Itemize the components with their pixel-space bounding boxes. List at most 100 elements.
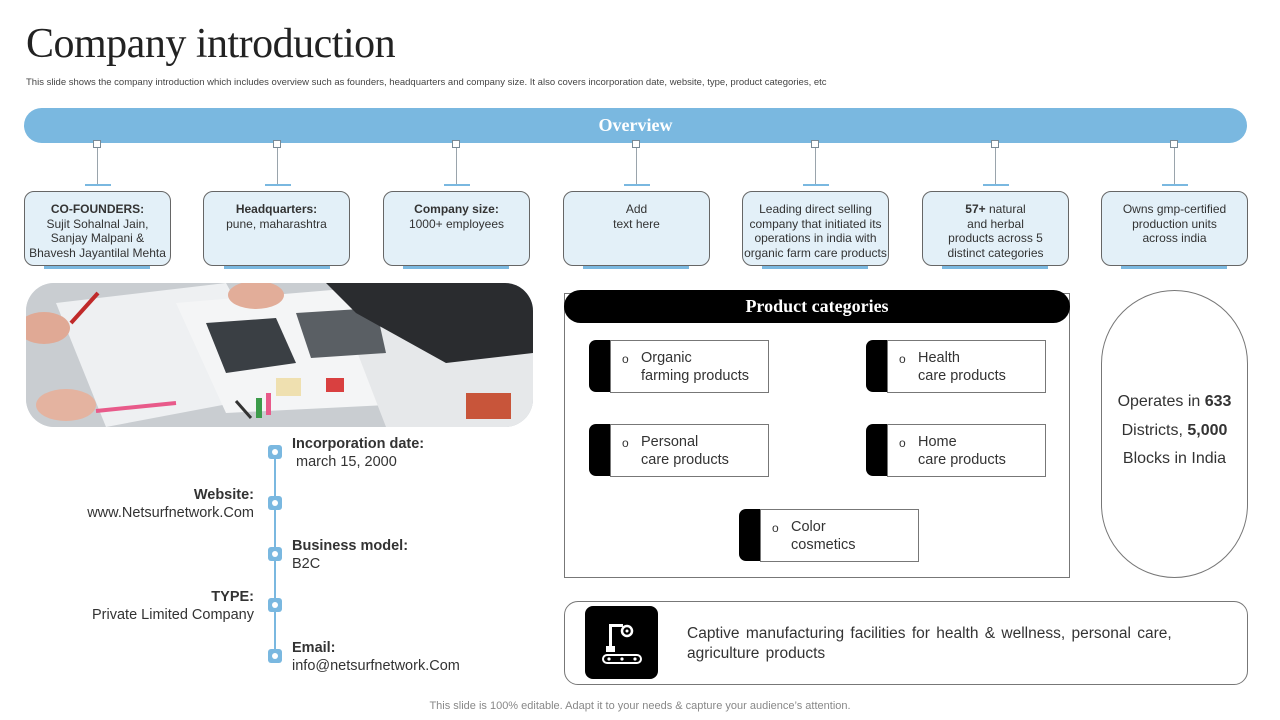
timeline-key: Website: xyxy=(193,487,254,503)
category-line: Color xyxy=(791,519,826,535)
connector-line xyxy=(277,143,278,185)
bullet-icon: o xyxy=(622,436,629,450)
timeline-node xyxy=(268,547,282,561)
connector-line xyxy=(97,143,98,185)
timeline-value: B2C xyxy=(292,556,321,572)
overview-bar: Overview xyxy=(24,108,1247,143)
card-underline xyxy=(942,266,1048,269)
connector-node xyxy=(273,140,281,148)
connector-foot xyxy=(265,184,291,186)
card-line: 1000+ employees xyxy=(408,216,505,231)
card-line: Owns gmp-certified xyxy=(1122,202,1227,216)
reach-value: 633 xyxy=(1204,393,1232,411)
timeline-key: Email: xyxy=(292,640,336,656)
card-line: operations in india with xyxy=(754,231,877,245)
timeline-key: Incorporation date: xyxy=(292,436,425,452)
connector-node xyxy=(93,140,101,148)
card-underline xyxy=(583,266,689,269)
card-underline xyxy=(44,266,150,269)
category-line: care products xyxy=(918,368,1006,384)
connector-line xyxy=(995,143,996,185)
factory-robot-arm-icon-glyph xyxy=(602,624,642,664)
product-category-item: o Color cosmetics xyxy=(739,509,919,562)
timeline-value: Private Limited Company xyxy=(92,607,254,623)
card-line: Add xyxy=(625,202,648,216)
timeline-value: www.Netsurfnetwork.Com xyxy=(87,505,254,521)
card-strong: 57+ xyxy=(965,202,986,216)
timeline-node xyxy=(268,445,282,459)
connector-foot xyxy=(444,184,470,186)
connector-node xyxy=(1170,140,1178,148)
card-line: across india xyxy=(1142,231,1207,245)
card-line: Bhavesh Jayantilal Mehta xyxy=(29,245,166,260)
bullet-icon: o xyxy=(772,521,779,535)
card-line: organic farm care products xyxy=(744,245,887,260)
category-body: o Home care products xyxy=(887,424,1046,477)
card-key: Company size: xyxy=(414,202,499,216)
card-line: text here xyxy=(613,216,660,231)
card-line: Sanjay Malpani & xyxy=(50,231,145,245)
page-subtitle: This slide shows the company introductio… xyxy=(26,77,827,88)
product-categories-title: Product categories xyxy=(745,296,889,316)
timeline-key: Business model: xyxy=(292,538,409,554)
bullet-icon: o xyxy=(899,436,906,450)
card-key: Headquarters: xyxy=(235,202,318,216)
reach-text: Operates in xyxy=(1117,393,1205,411)
card-line: and herbal xyxy=(967,216,1024,231)
timeline-website: Website: www.Netsurfnetwork.Com xyxy=(87,486,254,522)
overview-card-cofounders: CO-FOUNDERS: Sujit Sohalnal Jain, Sanjay… xyxy=(24,191,171,266)
card-line: company that initiated its xyxy=(749,216,882,231)
card-line: distinct categories xyxy=(947,245,1044,260)
card-underline xyxy=(1121,266,1227,269)
category-line: Home xyxy=(918,434,957,450)
timeline-incorporation: Incorporation date: march 15, 2000 xyxy=(292,435,424,471)
connector-line xyxy=(456,143,457,185)
connector-node xyxy=(811,140,819,148)
team-working-photo xyxy=(26,283,533,427)
connector-foot xyxy=(624,184,650,186)
reach-line: Districts, 5,000 xyxy=(1122,417,1228,446)
product-category-item: o Home care products xyxy=(866,424,1046,477)
connector-line xyxy=(636,143,637,185)
connector-node xyxy=(991,140,999,148)
timeline-node xyxy=(268,649,282,663)
bullet-icon: o xyxy=(622,352,629,366)
card-line: Leading direct selling xyxy=(759,202,872,216)
timeline-email: Email: info@netsurfnetwork.Com xyxy=(292,639,460,675)
card-underline xyxy=(762,266,868,269)
card-key: CO-FOUNDERS: xyxy=(50,202,145,216)
category-line: Personal xyxy=(641,434,699,450)
overview-card-production-units: Owns gmp-certified production units acro… xyxy=(1101,191,1248,266)
card-line: pune, maharashtra xyxy=(226,216,327,231)
product-category-item: o Personal care products xyxy=(589,424,769,477)
card-line: natural xyxy=(985,202,1026,216)
category-line: care products xyxy=(641,452,729,468)
card-line: Sujit Sohalnal Jain, xyxy=(46,216,149,231)
connector-node xyxy=(452,140,460,148)
reach-line: Blocks in India xyxy=(1122,450,1227,468)
connector-line xyxy=(1174,143,1175,185)
overview-card-products: 57+ natural and herbal products across 5… xyxy=(922,191,1069,266)
timeline-value: march 15, 2000 xyxy=(292,454,397,470)
card-line: production units xyxy=(1132,216,1217,231)
timeline-type: TYPE: Private Limited Company xyxy=(92,588,254,624)
bullet-icon: o xyxy=(899,352,906,366)
timeline-key: TYPE: xyxy=(211,589,254,605)
category-line: Organic xyxy=(641,350,692,366)
overview-card-company-size: Company size: 1000+ employees xyxy=(383,191,530,266)
overview-card-placeholder: Add text here xyxy=(563,191,710,266)
timeline-value: info@netsurfnetwork.Com xyxy=(292,658,460,674)
page-title: Company introduction xyxy=(26,21,396,67)
category-line: care products xyxy=(918,452,1006,468)
timeline-node xyxy=(268,598,282,612)
card-underline xyxy=(224,266,330,269)
category-line: cosmetics xyxy=(791,537,856,553)
team-working-illustration xyxy=(26,283,533,427)
factory-robot-arm-icon xyxy=(585,606,658,679)
overview-label: Overview xyxy=(598,115,673,135)
reach-panel: Operates in 633 Districts, 5,000 Blocks … xyxy=(1101,290,1248,578)
